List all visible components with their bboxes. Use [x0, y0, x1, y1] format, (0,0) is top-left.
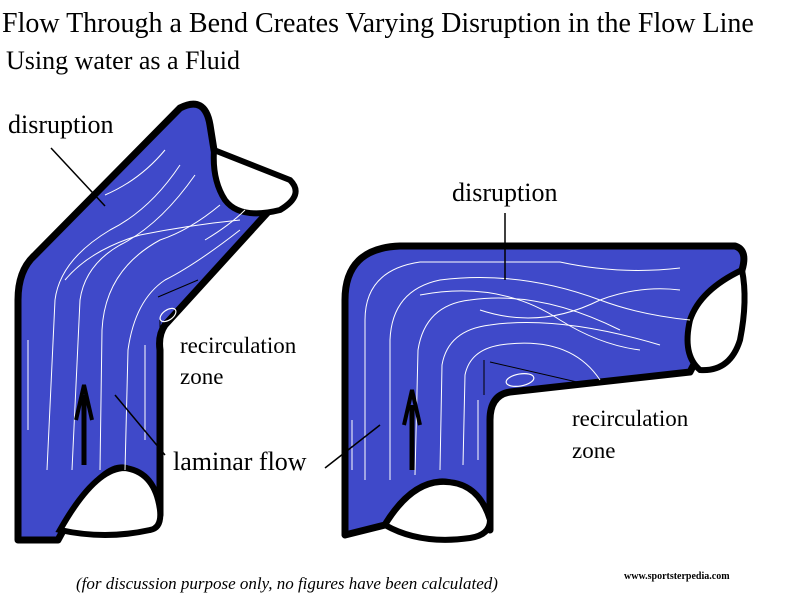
right-bottom-opening: [380, 478, 494, 543]
left-recirculation-label-line1: recirculation: [180, 333, 297, 358]
left-flow-arrowhead: [74, 384, 94, 421]
right-end-opening: [684, 265, 748, 374]
right-recirculation-pointer: [483, 360, 591, 395]
footnote: (for discussion purpose only, no figures…: [76, 574, 498, 593]
right-pipe-body: [341, 242, 748, 539]
left-disruption-label: disruption: [8, 110, 114, 139]
right-pipe: [324, 213, 748, 543]
left-bottom-opening: [55, 464, 164, 538]
right-recirculation-label-line1: recirculation: [572, 406, 689, 431]
page-subtitle: Using water as a Fluid: [6, 46, 240, 75]
left-disruption-pointer: [50, 147, 106, 207]
left-top-opening: [210, 145, 299, 217]
right-flow-lines: [351, 261, 691, 480]
left-recirculation-eddy: [159, 307, 177, 323]
left-pipe: [14, 100, 299, 544]
left-recirculation-pointer: [157, 279, 199, 332]
watermark: www.sportsterpedia.com: [624, 571, 730, 582]
right-laminar-pointer: [324, 424, 381, 469]
right-recirculation-eddy: [505, 373, 535, 387]
right-flow-arrowhead: [402, 389, 422, 426]
laminar-flow-label: laminar flow: [173, 447, 307, 476]
right-disruption-label: disruption: [452, 178, 558, 207]
page-title: Flow Through a Bend Creates Varying Disr…: [2, 8, 754, 39]
left-flow-lines: [27, 149, 246, 471]
left-recirculation-label-line2: zone: [180, 364, 224, 389]
right-recirculation-label-line2: zone: [572, 438, 616, 463]
left-laminar-pointer: [114, 394, 166, 456]
